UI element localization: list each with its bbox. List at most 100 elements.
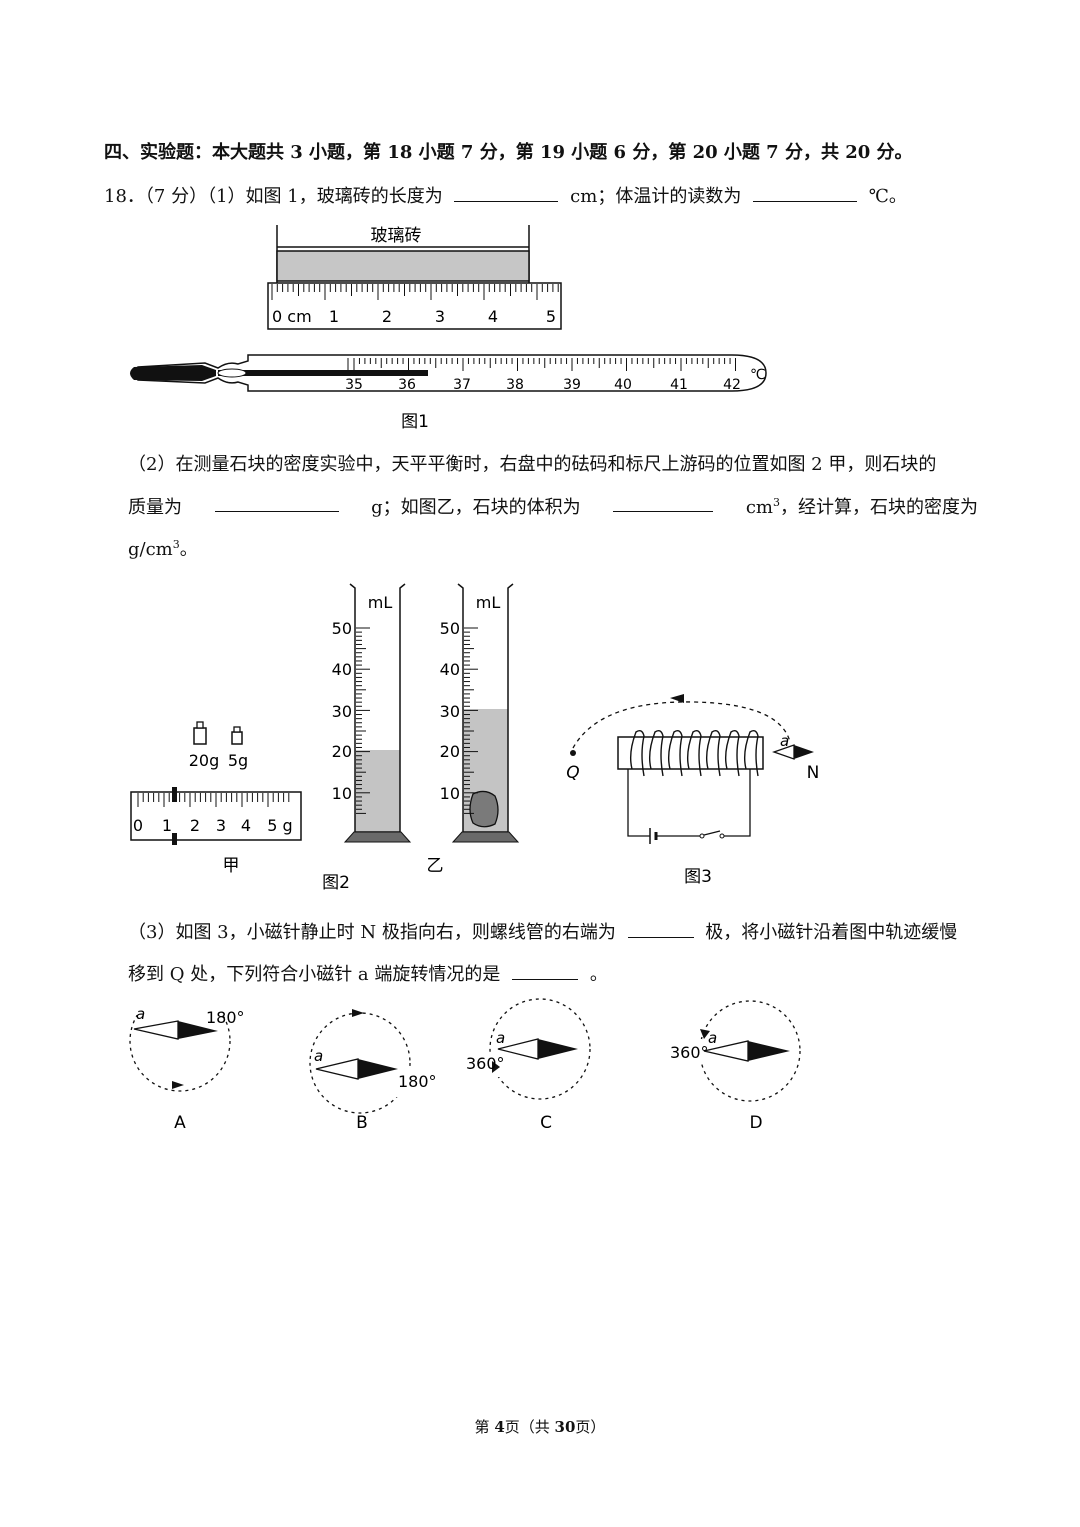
cyl2-tick-30: 30 xyxy=(440,702,460,721)
figure-2: 20g 5g 0 1 2 3 4 5 g 甲 mL 50 40 30 20 10… xyxy=(130,583,520,893)
thermo-tick-42: 42 xyxy=(723,377,741,393)
thermo-tick-35: 35 xyxy=(345,377,363,393)
weight-5g xyxy=(231,726,243,745)
cyl1-tick-30: 30 xyxy=(332,702,352,721)
svg-text:a: a xyxy=(136,1005,145,1023)
rider-bottom xyxy=(172,833,177,845)
answer-blank-volume[interactable] xyxy=(613,493,714,512)
scale-tick-1: 1 xyxy=(162,816,172,835)
scale-tick-0: 0 xyxy=(133,816,143,835)
q18-mid: cm；体温计的读数为 xyxy=(570,186,742,207)
balance-scale xyxy=(130,791,302,841)
question-2-line-3: g/cm3。 xyxy=(128,538,198,560)
figure-1-caption: 图1 xyxy=(401,412,429,432)
q2-volume-label: g；如图乙，石块的体积为 xyxy=(371,497,581,518)
stone xyxy=(469,790,499,828)
svg-text:B: B xyxy=(356,1113,368,1133)
label-n: N xyxy=(807,763,820,783)
question-2-line-2: 质量为 g；如图乙，石块的体积为 cm3，经计算，石块的密度为 xyxy=(128,493,978,519)
weight-5g-label: 5g xyxy=(228,751,248,770)
figure-1: 玻璃砖 0 cm 1 2 3 4 5 35 36 37 38 39 40 41 … xyxy=(130,225,767,432)
glass-block-label: 玻璃砖 xyxy=(371,226,422,246)
compass-needle xyxy=(772,744,814,760)
q18-prefix: 18．（7 分）（1）如图 1，玻璃砖的长度为 xyxy=(104,186,443,207)
thermometer: 35 36 37 38 39 40 41 42 ℃ xyxy=(130,354,767,393)
label-q: Q xyxy=(566,763,579,783)
figure-2-caption: 图2 xyxy=(322,873,350,893)
cylinder-2-unit: mL xyxy=(476,593,501,612)
ruler-tick-0: 0 cm xyxy=(272,307,312,326)
answer-blank-option[interactable] xyxy=(512,961,579,980)
answer-blank-temperature[interactable] xyxy=(753,183,858,202)
cyl1-tick-20: 20 xyxy=(332,742,352,761)
ruler xyxy=(267,282,562,330)
scale-tick-3: 3 xyxy=(216,816,226,835)
svg-text:180°: 180° xyxy=(206,1008,245,1027)
question-3-line-1: （3）如图 3，小磁针静止时 N 极指向右，则螺线管的右端为 极，将小磁针沿着图… xyxy=(128,918,957,944)
ruler-tick-5: 5 xyxy=(546,307,556,326)
cylinder-2 xyxy=(451,583,520,843)
thermo-tick-39: 39 xyxy=(563,377,581,393)
weight-20g-label: 20g xyxy=(189,751,220,770)
question-2-line-1: （2）在测量石块的密度实验中，天平平衡时，右盘中的砝码和标尺上游码的位置如图 2… xyxy=(128,454,937,475)
cyl1-tick-50: 50 xyxy=(332,619,352,638)
svg-text:360°: 360° xyxy=(466,1054,505,1073)
solenoid-coil xyxy=(629,729,759,777)
cyl2-tick-40: 40 xyxy=(440,660,460,679)
thermo-tick-41: 41 xyxy=(670,377,688,393)
svg-text:C: C xyxy=(540,1113,552,1133)
scale-tick-4: 4 xyxy=(241,816,251,835)
thermo-tick-37: 37 xyxy=(453,377,471,393)
figure-3-caption: 图3 xyxy=(684,867,712,887)
answer-blank-mass[interactable] xyxy=(214,493,339,512)
weight-20g xyxy=(193,721,207,745)
svg-text:A: A xyxy=(174,1113,186,1133)
thermo-tick-40: 40 xyxy=(614,377,632,393)
switch xyxy=(703,830,721,836)
thermo-tick-38: 38 xyxy=(506,377,524,393)
trajectory-path xyxy=(572,701,791,749)
scale-tick-5: 5 g xyxy=(267,816,292,835)
thermo-unit: ℃ xyxy=(750,367,766,383)
q2-volume-unit: cm3，经计算，石块的密度为 xyxy=(745,496,978,518)
rider-top xyxy=(172,787,177,802)
point-q xyxy=(570,750,576,756)
answer-blank-length[interactable] xyxy=(454,183,559,202)
q2-mass-label: 质量为 xyxy=(128,497,182,518)
label-a: a xyxy=(780,732,789,750)
svg-text:D: D xyxy=(749,1113,762,1133)
ruler-tick-4: 4 xyxy=(488,307,498,326)
ruler-tick-2: 2 xyxy=(382,307,392,326)
answer-blank-pole[interactable] xyxy=(627,919,694,938)
svg-text:180°: 180° xyxy=(398,1072,437,1091)
cylinder-1-unit: mL xyxy=(368,593,393,612)
label-yi: 乙 xyxy=(427,856,444,876)
cylinder-1 xyxy=(343,583,412,843)
cyl1-tick-10: 10 xyxy=(332,784,352,803)
svg-text:a: a xyxy=(496,1029,505,1047)
cyl2-tick-20: 20 xyxy=(440,742,460,761)
question-3-line-2: 移到 Q 处，下列符合小磁针 a 端旋转情况的是 。 xyxy=(128,960,608,986)
cyl2-tick-10: 10 xyxy=(440,784,460,803)
figure-3: Q a N 图3 xyxy=(566,694,820,887)
svg-text:a: a xyxy=(314,1047,323,1065)
page-footer: 第 4页（共 30页） xyxy=(474,1418,606,1436)
label-jia: 甲 xyxy=(223,856,240,876)
svg-text:a: a xyxy=(708,1029,717,1047)
option-d[interactable]: a 360° D xyxy=(668,1000,801,1133)
question-18-line: 18．（7 分）（1）如图 1，玻璃砖的长度为 cm；体温计的读数为 ℃。 xyxy=(104,182,907,208)
option-a[interactable]: a 180° A xyxy=(125,995,245,1133)
thermo-tick-36: 36 xyxy=(398,377,416,393)
option-b[interactable]: a 180° B xyxy=(309,1009,440,1133)
scale-tick-2: 2 xyxy=(190,816,200,835)
cyl1-tick-40: 40 xyxy=(332,660,352,679)
svg-text:360°: 360° xyxy=(670,1043,709,1062)
option-c[interactable]: a 360° C xyxy=(460,998,591,1133)
ruler-tick-1: 1 xyxy=(329,307,339,326)
section-title: 四、实验题：本大题共 3 小题，第 18 小题 7 分，第 19 小题 6 分，… xyxy=(104,142,913,163)
q18-suffix: ℃。 xyxy=(868,186,907,207)
trajectory-arrow xyxy=(670,694,684,703)
glass-block xyxy=(276,250,530,282)
cyl2-tick-50: 50 xyxy=(440,619,460,638)
ruler-tick-3: 3 xyxy=(435,307,445,326)
